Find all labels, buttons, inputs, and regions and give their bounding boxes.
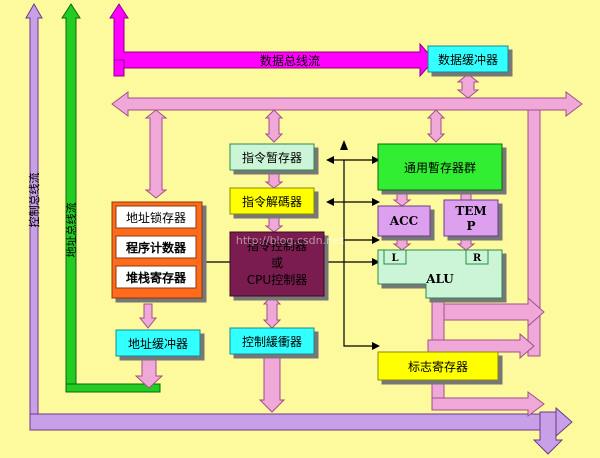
- address-buffer-label: 地址缓冲器: [128, 336, 188, 351]
- address-latch-label: 地址锁存器: [126, 210, 186, 225]
- address-bus: [61, 3, 161, 393]
- program-counter-box: [115, 235, 197, 259]
- temp-label-line2: P: [466, 219, 475, 233]
- acc-box: [377, 205, 431, 237]
- instruction-register-label: 指令暂存器: [242, 150, 302, 165]
- control-bus: [25, 2, 573, 455]
- acc-label: ACC: [389, 214, 418, 228]
- alu-left-port: [383, 249, 407, 265]
- data-bus-label: 数据总线流: [260, 53, 320, 68]
- data-buffer-label: 数据缓冲器: [438, 52, 498, 67]
- temp-label-line1: TEM: [455, 204, 486, 218]
- control-buffer-label: 控制緩衝器: [242, 335, 302, 349]
- general-registers-label: 通用暫存器群: [404, 160, 476, 175]
- watermark: http://blog.csdn.net: [236, 234, 345, 247]
- flag-register-box: [377, 351, 499, 381]
- data-buffer-box: [427, 45, 509, 73]
- controller-label-line3: CPU控制器: [247, 273, 307, 287]
- temp-box: [443, 199, 499, 237]
- alu-right-port-label: R: [473, 253, 482, 264]
- control-buffer-box: [229, 327, 315, 355]
- instruction-decoder-label: 指令解碼器: [242, 194, 302, 209]
- address-latch-box: [115, 205, 197, 229]
- alu-left-port-label: L: [391, 253, 398, 264]
- alu-label: ALU: [425, 272, 454, 286]
- instruction-register-box: [229, 143, 315, 171]
- data-bus: [109, 3, 435, 78]
- program-counter-label: 程序计数器: [126, 240, 187, 255]
- instruction-decoder-box: [229, 187, 315, 215]
- stack-register-label: 堆栈寄存器: [126, 270, 187, 285]
- address-buffer-box: [115, 329, 201, 357]
- controller-label-line1: 指令控制器: [247, 238, 307, 253]
- instruction-controller-box: [229, 231, 325, 297]
- general-registers-box: [377, 143, 503, 191]
- control-bus-label: 控制总线流: [27, 173, 41, 228]
- controller-label-line2: 或: [271, 256, 283, 270]
- stack-register-box: [115, 265, 197, 289]
- alu-right-port: [465, 249, 489, 265]
- flag-register-label: 标志寄存器: [408, 359, 468, 374]
- control-lines: [326, 159, 372, 347]
- address-bus-label: 地址总线流: [64, 203, 78, 258]
